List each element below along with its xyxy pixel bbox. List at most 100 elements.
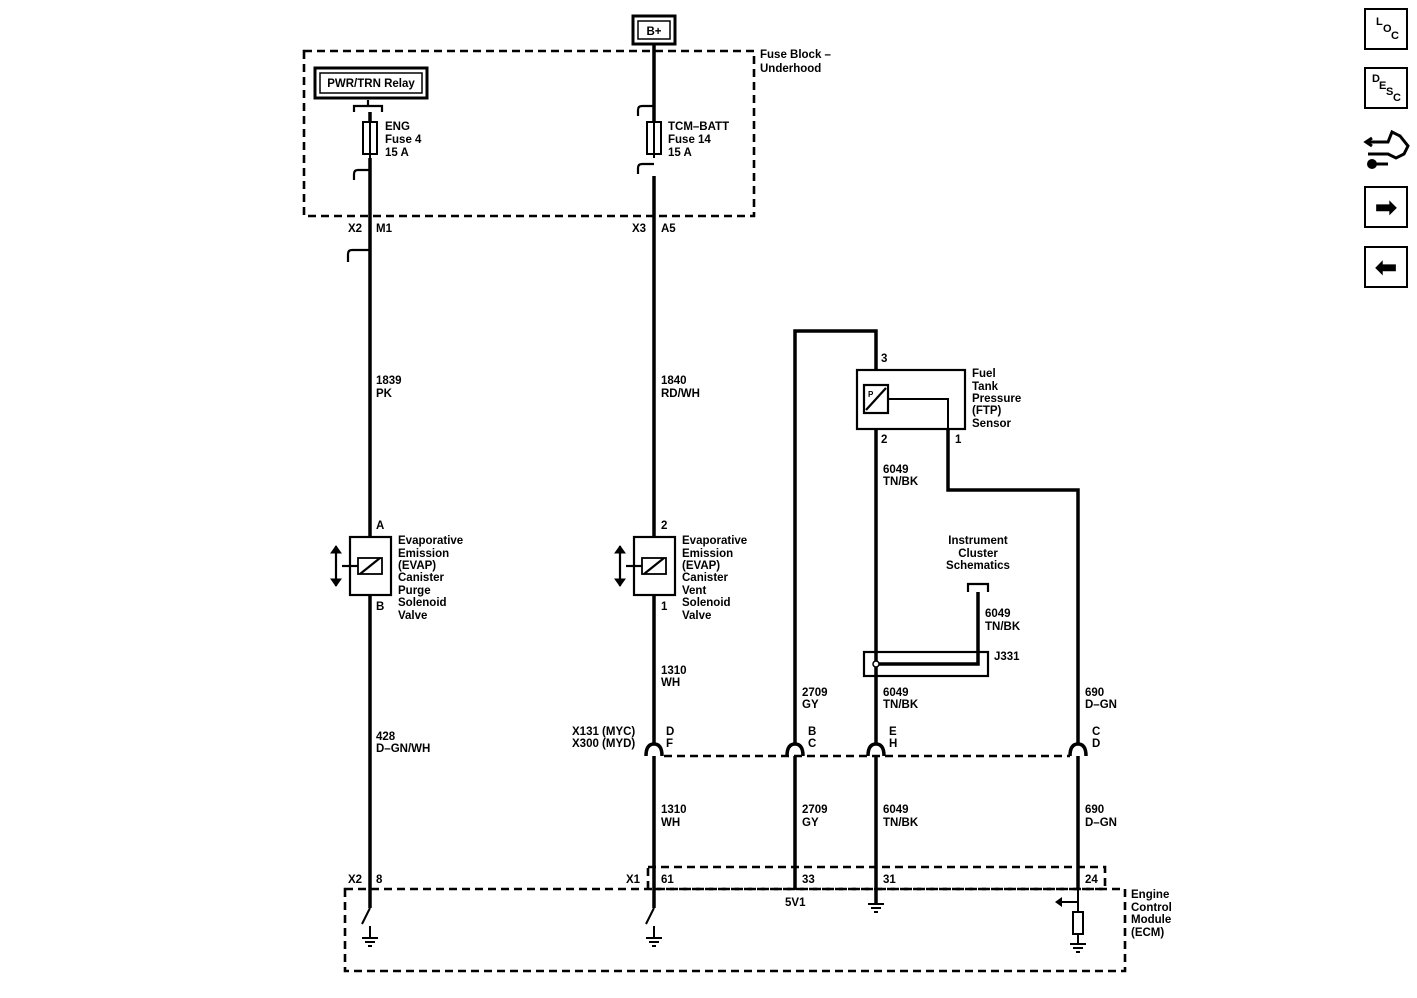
- wire-6049c-num: 6049: [985, 608, 1011, 620]
- conn-x3: X3: [632, 223, 646, 235]
- ecm-label-3: Module: [1131, 914, 1171, 926]
- vent-label-4: Canister: [682, 572, 729, 584]
- conn-pin-c2: C: [1092, 726, 1100, 738]
- ecm-outline: [343, 887, 1127, 973]
- wire-2709-gy-upper: [793, 329, 878, 744]
- wire-1310b-color: WH: [661, 817, 680, 829]
- conn-pin-e: E: [889, 726, 897, 738]
- ic-label-2: Cluster: [958, 548, 998, 560]
- splice-label: J331: [994, 651, 1020, 663]
- wire-2709a-num: 2709: [802, 687, 828, 699]
- purge-label-7: Valve: [398, 610, 427, 622]
- wire-2709b-color: GY: [802, 817, 819, 829]
- purge-label-3: (EVAP): [398, 560, 436, 572]
- left-arrow-icon: ⬅: [1375, 252, 1397, 282]
- previous-button[interactable]: ⬅: [1364, 246, 1408, 288]
- ftp-sensor: 3 P 2 1 Fuel Tank Pressure (FTP) Sensor: [855, 353, 1021, 446]
- description-button[interactable]: D E S C: [1364, 67, 1408, 109]
- ecm-signal-input: [1055, 890, 1086, 953]
- fuse-tcm-label-3: 15 A: [668, 147, 692, 159]
- connector-end-view-button[interactable]: [1362, 124, 1412, 174]
- conn-pin-c1: C: [808, 738, 816, 750]
- desc-letter-d: D: [1372, 73, 1380, 85]
- wire-1839-color: PK: [376, 388, 393, 400]
- ftp-label-3: Pressure: [972, 393, 1021, 405]
- wire-690-dgn-upper: [946, 429, 1080, 744]
- ftp-label-5: Sensor: [972, 418, 1012, 430]
- relay-output-bracket: [352, 104, 384, 112]
- ftp-pin-1: 1: [955, 434, 962, 446]
- conn-pin-h: H: [889, 738, 897, 750]
- wire-1310a-color: WH: [661, 677, 680, 689]
- ecm-label-1: Engine: [1131, 889, 1169, 901]
- ecm-label-2: Control: [1131, 902, 1172, 914]
- wire-6049a-num: 6049: [883, 464, 909, 476]
- fuse-eng-label-1: ENG: [385, 121, 410, 133]
- loc-letter-l: L: [1376, 16, 1383, 28]
- wire-6049b-num: 6049: [883, 687, 909, 699]
- vent-label-7: Valve: [682, 610, 711, 622]
- wire-690a-num: 690: [1085, 687, 1104, 699]
- instrument-cluster-ref: Instrument Cluster Schematics 6049 TN/BK: [946, 535, 1021, 633]
- vent-label-1: Evaporative: [682, 535, 747, 547]
- conn-x300: X300 (MYD): [572, 738, 635, 750]
- vent-pin-2: 2: [661, 520, 667, 532]
- wire-428-color: D–GN/WH: [376, 743, 430, 755]
- ecm-vent-driver: [645, 907, 662, 947]
- conn-pin-b: B: [808, 726, 816, 738]
- ecm-purge-driver: [361, 907, 378, 947]
- wire-2709a-color: GY: [802, 699, 819, 711]
- ecm-connector-x1-outline: [646, 865, 1107, 891]
- wire-1840-num: 1840: [661, 375, 687, 387]
- ecm-pin-24: 24: [1085, 874, 1098, 886]
- ecm-pin-61: 61: [661, 874, 674, 886]
- wire-6049a-color: TN/BK: [883, 476, 919, 488]
- ftp-label-1: Fuel: [972, 368, 996, 380]
- wire-2709b-num: 2709: [802, 804, 828, 816]
- conn-m1: M1: [376, 223, 393, 235]
- purge-pin-a: A: [376, 520, 384, 532]
- conn-x131: X131 (MYC): [572, 726, 635, 738]
- wire-428-num: 428: [376, 731, 396, 743]
- wire-1839-num: 1839: [376, 375, 402, 387]
- wire-6049b-color: TN/BK: [883, 699, 919, 711]
- conn-pin-f: F: [666, 738, 673, 750]
- battery-supply: B+: [631, 14, 677, 46]
- location-button[interactable]: L O C: [1364, 8, 1408, 50]
- ftp-label-4: (FTP): [972, 405, 1002, 417]
- wire-690b-num: 690: [1085, 804, 1104, 816]
- ic-label-1: Instrument: [948, 535, 1008, 547]
- loc-letter-o: O: [1383, 23, 1392, 35]
- conn-a5: A5: [661, 223, 676, 235]
- conn-pin-d: D: [666, 726, 674, 738]
- ftp-pin-2: 2: [881, 434, 887, 446]
- purge-label-6: Solenoid: [398, 597, 447, 609]
- wire-6049d-color: TN/BK: [883, 817, 919, 829]
- fuse-eng-label-2: Fuse 4: [385, 134, 422, 146]
- ecm-pin-8: 8: [376, 874, 383, 886]
- harness-connector-icon: [1363, 129, 1410, 169]
- vent-label-2: Emission: [682, 548, 733, 560]
- purge-label-4: Canister: [398, 572, 445, 584]
- wire-6049c-color: TN/BK: [985, 621, 1021, 633]
- evap-purge-solenoid: A B Evaporative Emission (EVAP) Canister…: [330, 520, 463, 622]
- conn-x1: X1: [626, 874, 641, 886]
- desc-letter-e: E: [1379, 80, 1387, 92]
- loc-letter-c: C: [1391, 30, 1399, 42]
- next-button[interactable]: ➡: [1364, 186, 1408, 228]
- purge-label-5: Purge: [398, 585, 431, 597]
- ecm-5v1-ref: 5V1: [785, 897, 806, 909]
- fuse-eng-terminal: [352, 168, 370, 180]
- desc-letter-s: S: [1386, 86, 1394, 98]
- battery-supply-label: B+: [646, 26, 661, 38]
- conn-pin-d2: D: [1092, 738, 1100, 750]
- fuse-block-label-2: Underhood: [760, 63, 821, 75]
- ecm-low-reference-ground: [868, 903, 884, 913]
- desc-letter-c: C: [1393, 92, 1401, 104]
- vent-label-5: Vent: [682, 585, 706, 597]
- ecm-pin-31: 31: [883, 874, 896, 886]
- wire-1310a-num: 1310: [661, 665, 687, 677]
- vent-label-3: (EVAP): [682, 560, 720, 572]
- fuse-tcm-label-1: TCM–BATT: [668, 121, 729, 133]
